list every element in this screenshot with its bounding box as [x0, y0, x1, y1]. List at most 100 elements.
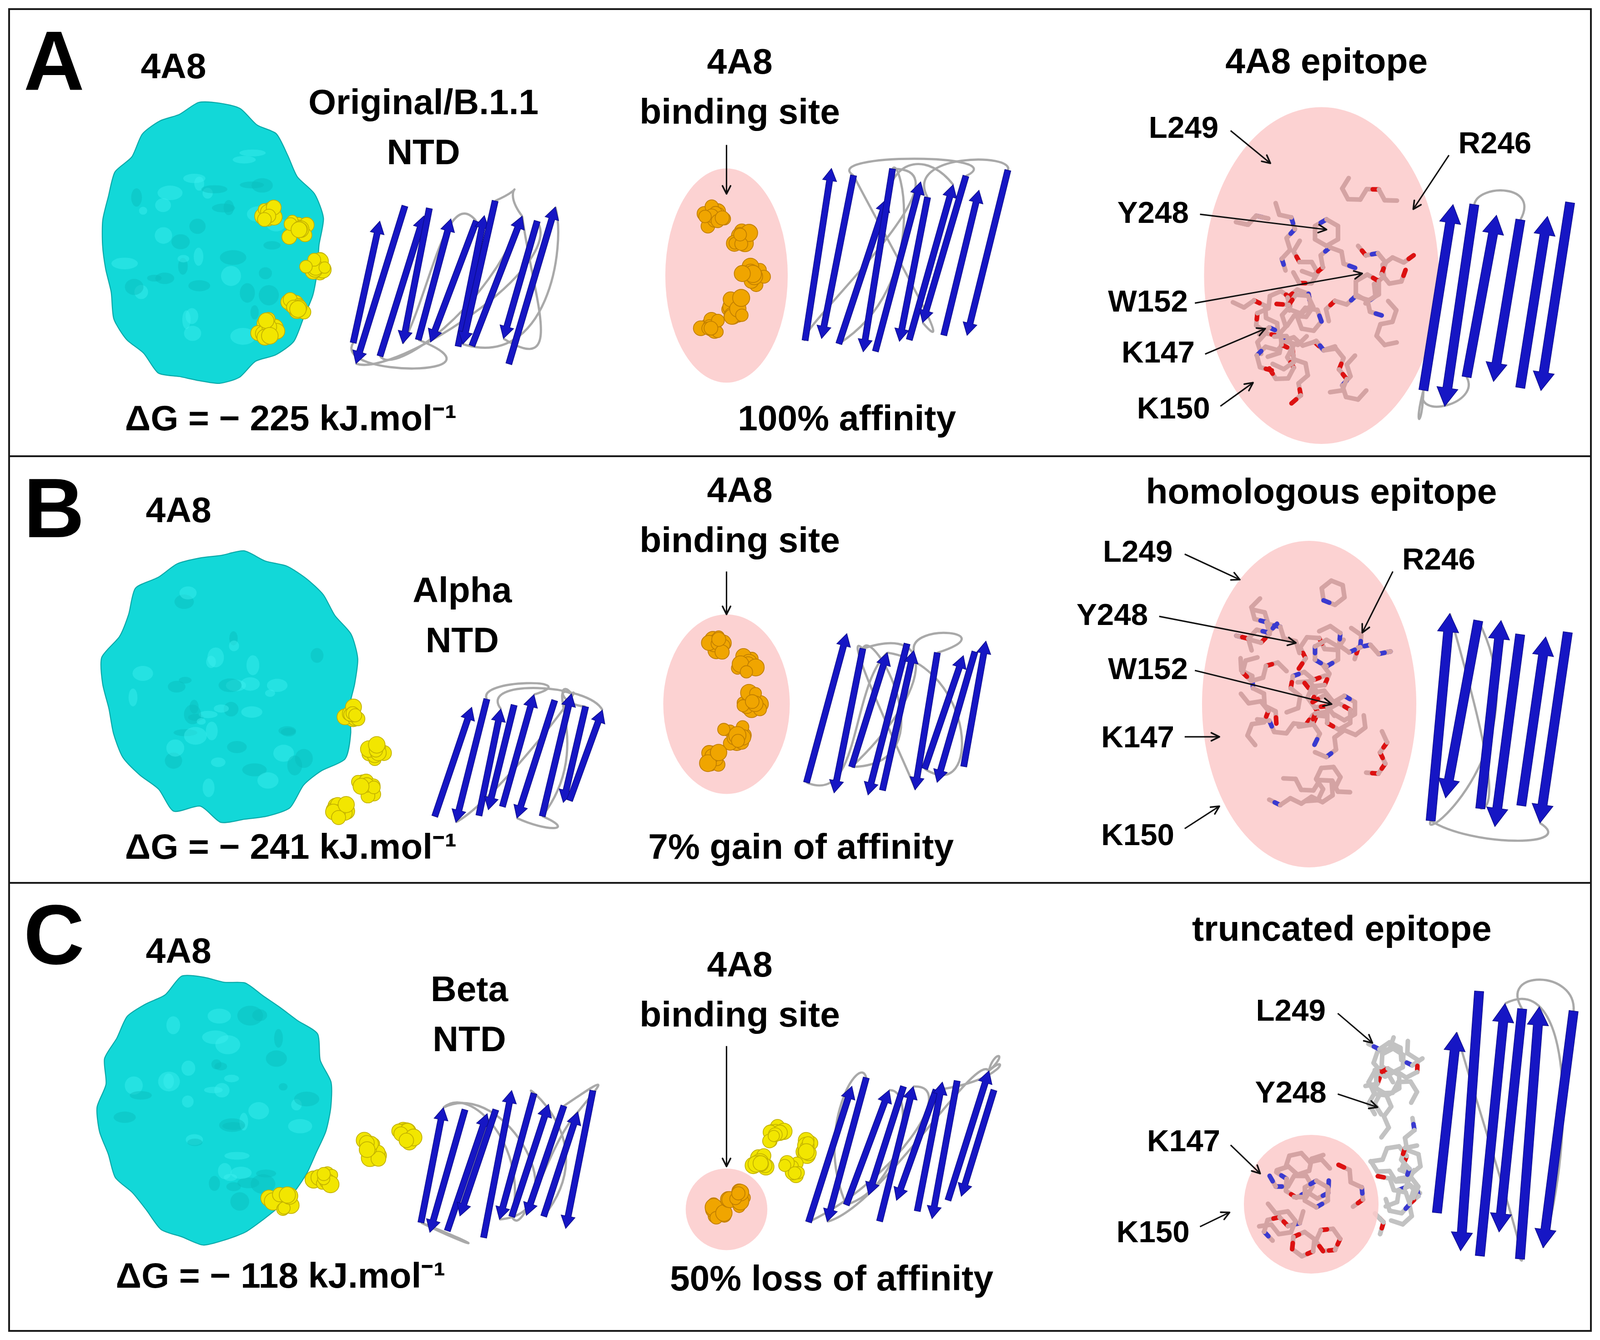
atom-sphere [745, 694, 760, 709]
residue-label: Y248 [1255, 1070, 1327, 1114]
leader-arrow [1413, 155, 1450, 210]
surface-texture [185, 307, 199, 324]
residue-label: K150 [1101, 813, 1175, 856]
residue-label: W152 [1107, 646, 1188, 690]
atom-sphere [279, 1186, 296, 1203]
bond-stick [1241, 693, 1249, 704]
annotation-text: 100% affinity [737, 393, 956, 444]
surface-texture [219, 250, 247, 266]
bond-stick [1256, 215, 1268, 219]
bond-stick [1276, 303, 1289, 305]
beta-strand [417, 1107, 448, 1223]
atom-sphere [258, 312, 274, 329]
bond-stick [1259, 1224, 1272, 1227]
surface-texture [132, 665, 153, 681]
bond-stick [1321, 1159, 1330, 1169]
beta-strand [858, 168, 896, 352]
surface-texture [258, 266, 272, 280]
bond-stick [1298, 658, 1306, 669]
residue-label: K147 [1101, 715, 1175, 759]
beta-strand [927, 1080, 961, 1219]
surface-texture [124, 278, 144, 295]
loop-coil [988, 1056, 1000, 1072]
bond-stick [1358, 390, 1367, 400]
surface-texture [193, 247, 204, 266]
atom-stick [1291, 399, 1297, 404]
atom-sphere [257, 212, 272, 227]
loop-coil [1474, 190, 1525, 220]
surface-texture [310, 648, 324, 663]
surface-texture [158, 1071, 181, 1092]
surface-texture [218, 678, 242, 692]
surface-texture [266, 678, 288, 692]
surface-texture [130, 188, 142, 207]
surface-texture [258, 285, 279, 306]
residue-label: W152 [1107, 279, 1188, 323]
leader-arrow [1194, 273, 1363, 303]
surface-texture [187, 1138, 203, 1146]
beta-strand [398, 207, 433, 344]
surface-texture [263, 241, 281, 250]
surface-texture [207, 1008, 232, 1024]
atom-sphere [714, 211, 730, 226]
atom-sphere [714, 644, 730, 660]
surface-texture [241, 706, 262, 718]
surface-texture [257, 772, 279, 789]
surface-texture [204, 1086, 223, 1093]
bond-stick [1325, 1187, 1330, 1201]
annotation-text: 7% gain of affinity [648, 821, 954, 872]
surface-texture [246, 655, 260, 676]
bond-stick [1397, 1075, 1402, 1089]
bond-stick [1314, 733, 1320, 745]
bond-stick [1343, 263, 1355, 268]
beta-strand [1432, 1032, 1465, 1214]
leader-arrow [1337, 1093, 1378, 1107]
surface-texture [232, 155, 257, 164]
leader-arrow [725, 1046, 728, 1167]
leader-arrow [725, 571, 728, 614]
beta-strand [958, 1089, 997, 1197]
annotation-text: 4A8 [140, 41, 207, 92]
atom-sphere [731, 1186, 745, 1200]
surface-texture [181, 1060, 196, 1076]
surface-texture [154, 226, 172, 244]
leader-arrow [725, 145, 728, 195]
beta-strand [455, 215, 489, 347]
atom-sphere [732, 289, 750, 307]
bond-stick [1323, 600, 1335, 605]
residue-label: Y248 [1117, 191, 1189, 234]
atom-stick [1304, 683, 1309, 689]
atom-sphere [291, 221, 307, 238]
surface-texture [177, 255, 190, 263]
beta-strand [505, 206, 559, 365]
surface-texture [274, 1028, 283, 1048]
atom-sphere [731, 734, 745, 748]
bond-stick [1377, 1176, 1390, 1179]
atom-sphere [704, 321, 718, 335]
bond-stick [1317, 309, 1322, 322]
bond-stick [1269, 1175, 1276, 1187]
epitope-highlight [1203, 107, 1439, 444]
loop-coil [486, 683, 549, 700]
atom-sphere [711, 632, 726, 647]
bond-stick [1370, 644, 1379, 655]
panel-letter: B [23, 466, 85, 551]
bond-stick [1256, 215, 1268, 219]
atom-sphere [710, 744, 727, 761]
leader-arrow [1337, 1013, 1373, 1043]
atom-sphere [740, 665, 753, 679]
surface-texture [166, 1016, 181, 1035]
atom-stick [1375, 313, 1382, 316]
bond-stick [1315, 1240, 1323, 1251]
surface-texture [226, 1182, 242, 1192]
surface-texture [213, 704, 229, 713]
panel-letter: C [23, 892, 85, 977]
surface-texture [239, 283, 255, 303]
beta-strand [802, 168, 837, 341]
beta-strand [1532, 631, 1573, 824]
beta-strand [1486, 218, 1525, 382]
bond-stick [1317, 309, 1322, 322]
bond-stick [1292, 1236, 1294, 1249]
atom-stick [1272, 623, 1278, 629]
